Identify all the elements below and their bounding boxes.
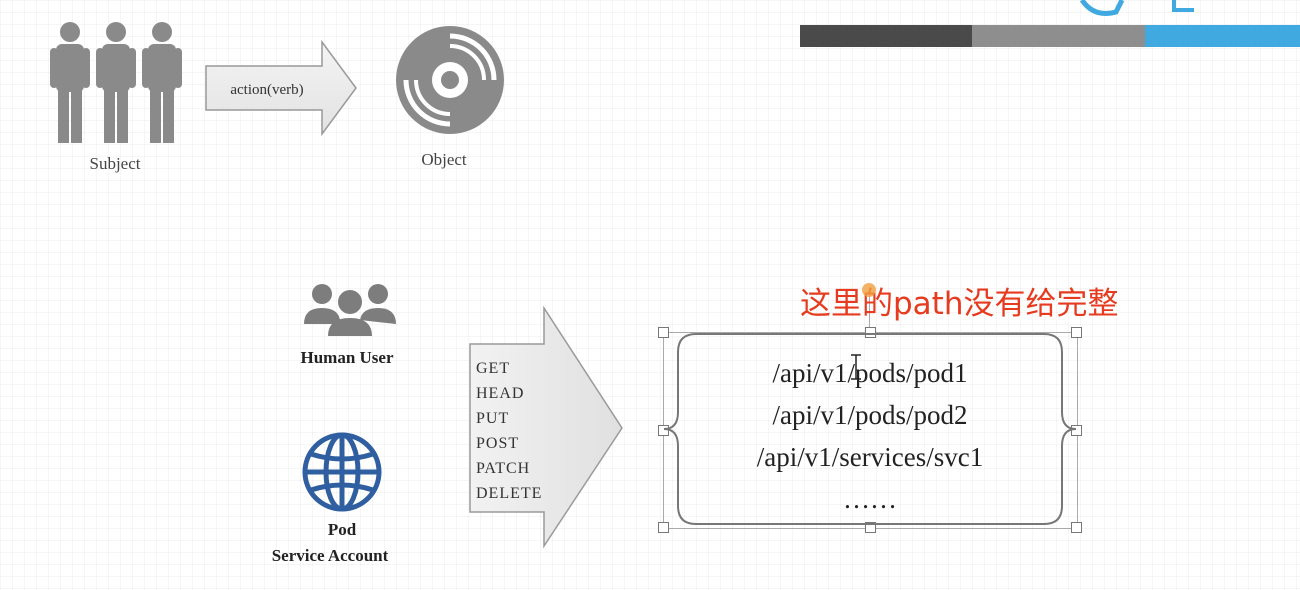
user-group-icon [304,284,396,336]
disc-icon [396,26,504,134]
curly-brace-frame [663,333,1077,525]
resize-handle-top-left[interactable] [658,327,669,338]
verb-list: GET HEAD PUT POST PATCH DELETE [476,356,566,506]
service-account-label: Service Account [271,546,389,565]
path-list: /api/v1/pods/pod1 /api/v1/pods/pod2 /api… [680,352,1060,520]
path-item: /api/v1/services/svc1 [756,442,984,472]
globe-icon [302,432,382,512]
verb-item: DELETE [476,485,543,502]
path-item: …… [843,484,897,514]
header-bar-dark [800,25,972,47]
logo-fragment-icon [1079,0,1194,16]
verb-item: PATCH [476,460,531,477]
resize-handle-bottom-left[interactable] [658,522,669,533]
verb-item: GET [476,360,511,377]
connector-line [869,290,870,332]
resize-handle-bottom-center[interactable] [865,522,876,533]
header-bar-blue [1145,25,1300,47]
verb-item: PUT [476,410,510,427]
verb-item: HEAD [476,385,525,402]
annotation-pointer-dot [862,283,876,297]
action-label: action(verb) [230,82,304,98]
verbs-arrow-icon [469,306,623,549]
header-bar-gray [972,25,1145,47]
object-label: Object [421,150,467,169]
text-cursor-icon [851,354,861,380]
path-item: /api/v1/pods/pod1 [772,358,968,388]
human-user-label: Human User [300,348,394,367]
resize-handle-top-right[interactable] [1071,327,1082,338]
people-group-icon [50,22,182,143]
annotation-note: 这里的path没有给完整 [800,286,1119,322]
pod-label: Pod [327,520,357,539]
action-arrow-icon [205,40,357,136]
verb-item: POST [476,435,520,452]
path-item: /api/v1/pods/pod2 [772,400,968,430]
resize-handle-bottom-right[interactable] [1071,522,1082,533]
resize-handle-top-center[interactable] [865,327,876,338]
subject-label: Subject [89,154,141,173]
